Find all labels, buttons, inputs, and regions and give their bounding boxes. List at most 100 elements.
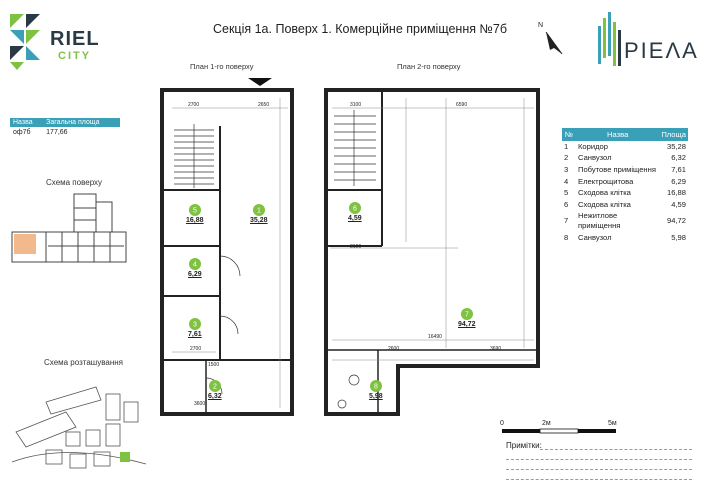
room-area-label: 94,72 [458, 321, 476, 328]
room-num: 7 [564, 216, 569, 226]
scale-mid: 2м [542, 420, 551, 427]
room-row: 3 Побутове приміщення 7,61 [562, 164, 688, 176]
dim-7: 6590 [456, 102, 468, 108]
dim-5: 3600 [194, 401, 206, 407]
room-number: 4 [193, 262, 197, 269]
riel-mark-icon [10, 14, 40, 70]
room-area-label: 6,32 [208, 393, 222, 400]
dim-2: 2650 [258, 102, 270, 108]
room-num: 4 [564, 176, 569, 186]
dim-3: 2700 [190, 346, 202, 352]
entrance-marker-icon [248, 78, 272, 86]
room-num: 1 [564, 141, 569, 151]
room-name: Нежитлове приміщення [578, 211, 621, 231]
room-number-circle-icon: 3 [188, 318, 201, 330]
dim-10: 2600 [388, 346, 400, 352]
room-area: 94,72 [666, 216, 686, 226]
room-number: 2 [213, 384, 217, 391]
notes-line [506, 479, 692, 480]
dim-1: 2700 [188, 102, 200, 108]
room-number: 1 [257, 208, 261, 215]
rooms-header-num: № [562, 128, 576, 141]
rooms-header-area: Площа [659, 128, 688, 141]
room-area-label: 16,88 [186, 217, 204, 224]
piela-word: PIEΛA [624, 38, 699, 63]
riel-city-logo: RIEL CITY [10, 14, 120, 70]
floor1-plan [160, 78, 294, 416]
room-area-label: 5,98 [369, 393, 383, 400]
room-area: 5,98 [671, 232, 686, 242]
room-name: Коридор [578, 141, 608, 151]
room-num: 2 [564, 153, 569, 163]
notes-label: Примітки: [506, 441, 542, 450]
north-label: N [538, 22, 544, 29]
room-area-label: 35,28 [250, 217, 268, 224]
piela-logo: PIEΛA [596, 12, 699, 74]
room-area-label: 7,61 [188, 331, 202, 338]
room-number: 3 [193, 322, 197, 329]
room-area-label: 6,29 [188, 271, 202, 278]
room-name: Санвузол [578, 153, 612, 163]
north-arrow-icon [545, 31, 563, 55]
notes-line [506, 459, 692, 460]
floor-scheme-thumbnail [11, 193, 127, 263]
room-number-circle-icon: 4 [188, 258, 201, 270]
room-row: 4 Електрощитова 6,29 [562, 176, 688, 188]
site-scheme-label: Схема розташування [44, 358, 124, 367]
notes-line [540, 449, 692, 450]
floor2-plan [324, 88, 540, 416]
site-highlight [120, 452, 130, 462]
room-num: 6 [564, 199, 569, 209]
room-area: 7,61 [671, 164, 686, 174]
north-arrow: N [538, 22, 568, 58]
room-num: 8 [564, 232, 569, 242]
room-number-circle-icon: 5 [188, 204, 201, 216]
room-name: Сходова клітка [578, 199, 631, 209]
piela-bars-icon [598, 12, 621, 66]
page-title: Секція 1а. Поверх 1. Комерційне приміщен… [212, 22, 507, 36]
notes-line [506, 469, 692, 470]
room-name: Сходова клітка [578, 188, 631, 198]
room-row: 2 Санвузол 6,32 [562, 153, 688, 165]
scale-end: 5м [608, 420, 617, 427]
summary-header-name: Назва [10, 118, 44, 127]
city-word: CITY [58, 50, 92, 62]
room-row: 6 Сходова клітка 4,59 [562, 199, 688, 211]
summary-unit: оф7б [13, 129, 31, 136]
dim-9: 16490 [428, 334, 442, 340]
floor1-label: План 1-го поверху [190, 62, 254, 71]
room-number-circle-icon: 2 [208, 380, 221, 392]
dim-4: 1500 [208, 362, 220, 368]
room-row: 8 Санвузол 5,98 [562, 232, 688, 244]
room-area: 16,88 [666, 188, 686, 198]
room-number: 8 [374, 384, 378, 391]
room-number-circle-icon: 6 [348, 202, 361, 214]
room-number: 5 [193, 208, 197, 215]
room-number: 6 [353, 206, 357, 213]
room-name: Побутове приміщення [578, 164, 656, 174]
summary-table: Назва Загальна площа оф7б 177,66 [10, 118, 120, 138]
room-area: 6,32 [671, 153, 686, 163]
room-name: Санвузол [578, 232, 612, 242]
room-area-label: 4,59 [348, 215, 362, 222]
room-row: 7 Нежитлове приміщення 94,72 [562, 211, 688, 233]
dim-11: 3690 [490, 346, 502, 352]
rooms-header-name: Назва [576, 128, 660, 141]
riel-word: RIEL [50, 28, 100, 50]
room-area: 4,59 [671, 199, 686, 209]
room-number-circle-icon: 8 [369, 380, 382, 392]
room-num: 3 [564, 164, 569, 174]
room-area: 6,29 [671, 176, 686, 186]
room-name: Електрощитова [578, 176, 634, 186]
site-scheme-thumbnail [11, 386, 147, 469]
room-number-circle-icon: 7 [460, 308, 473, 320]
room-number-circle-icon: 1 [252, 204, 265, 216]
